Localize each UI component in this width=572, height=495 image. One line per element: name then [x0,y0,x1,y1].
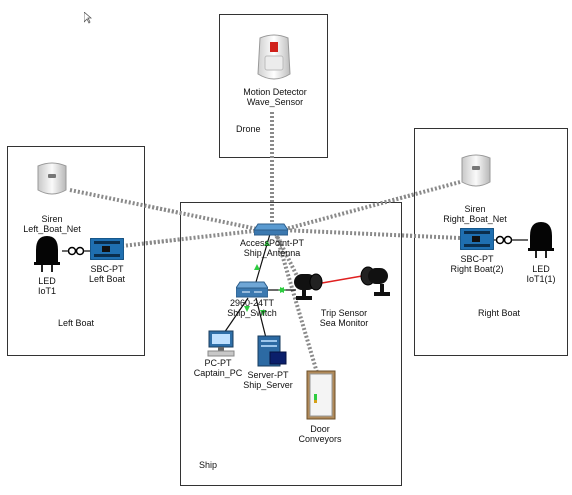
trip-sensor-type: Trip Sensor [320,308,368,318]
server-icon[interactable] [256,334,288,368]
access-point-type: AccessPoint-PT [239,238,305,248]
siren-icon[interactable] [458,152,494,190]
switch-icon[interactable] [236,280,268,298]
sbc-board-icon[interactable] [90,238,124,260]
server-name: Ship_Server [243,380,293,390]
pc-type: PC-PT [204,358,232,368]
server-type: Server-PT [247,370,289,380]
mouse-cursor-icon [84,12,92,24]
access-point-icon[interactable] [254,220,288,236]
cluster-label-right-boat: Right Boat [478,308,521,318]
door-type: Door [310,424,330,434]
siren-left-type: Siren [41,214,63,224]
door-icon[interactable] [306,370,336,420]
motion-detector-name: Wave_Sensor [246,97,304,107]
siren-right-type: Siren [464,204,486,214]
led-left-name: IoT1 [37,286,57,296]
cluster-label-ship: Ship [199,460,218,470]
motion-detector-type: Motion Detector [243,87,307,97]
pc-name: Captain_PC [193,368,243,378]
led-left-type: LED [38,276,56,286]
led-right-name: IoT1(1) [526,274,556,284]
siren-left-name: Left_Boat_Net [23,224,81,234]
door-name: Conveyors [298,434,342,444]
trip-sensor-emitter-icon[interactable] [290,270,326,302]
motion-detector-icon[interactable] [256,34,292,84]
connector-icon [68,246,84,256]
sbc-board-icon[interactable] [460,228,494,250]
access-point-name: Ship_Antenna [243,248,301,258]
pc-icon[interactable] [206,330,236,358]
led-bulb-icon[interactable] [526,222,556,258]
trip-sensor-receiver-icon[interactable] [360,262,394,298]
led-right-type: LED [532,264,550,274]
siren-right-name: Right_Boat_Net [443,214,507,224]
sbc-left-name: Left Boat [88,274,126,284]
trip-sensor-name: Sea Monitor [319,318,369,328]
sbc-right-name: Right Boat(2) [450,264,504,274]
siren-icon[interactable] [34,160,70,198]
switch-type: 2960-24TT [229,298,275,308]
sbc-right-type: SBC-PT [460,254,494,264]
cluster-label-left-boat: Left Boat [58,318,95,328]
sbc-left-type: SBC-PT [90,264,124,274]
switch-name: Ship_Switch [227,308,277,318]
led-bulb-icon[interactable] [32,236,62,272]
cluster-label-drone: Drone [236,124,261,134]
connector-icon [496,235,512,245]
